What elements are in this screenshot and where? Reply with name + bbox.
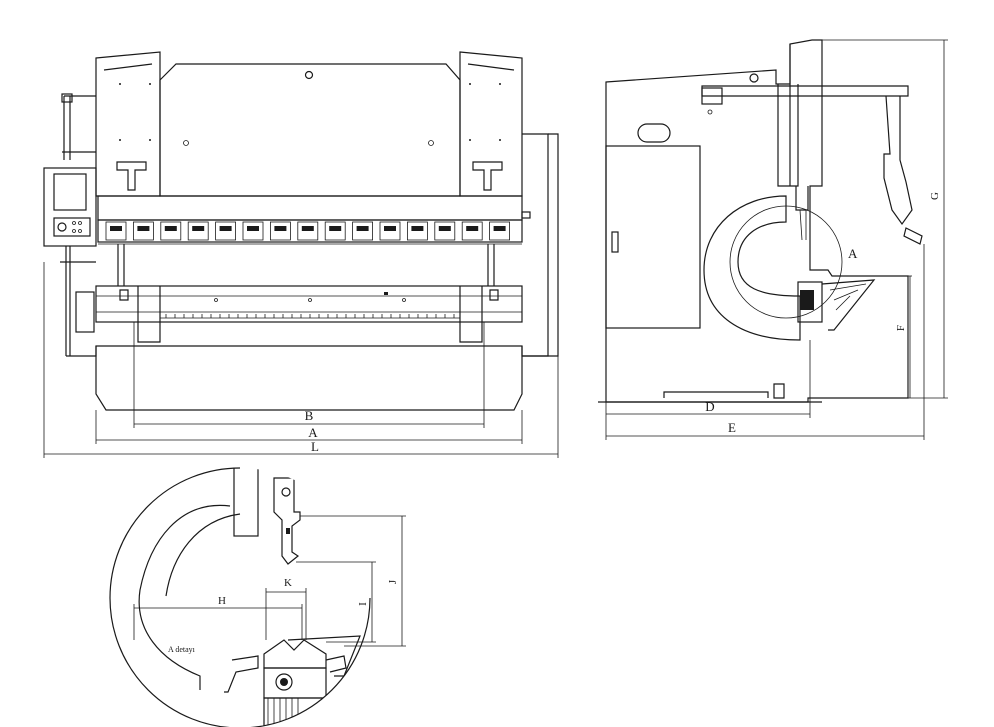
dimension-label-h: H [218, 595, 226, 607]
tool-clamp [105, 221, 127, 241]
dimension-k: K [265, 577, 307, 640]
tool-clamp-bolt [219, 226, 232, 231]
tool-clamp-bolt [110, 226, 122, 231]
dimension-label-k: K [284, 577, 292, 589]
tool-clamp [160, 221, 182, 241]
front-view: B A L [43, 51, 559, 458]
tool-clamp-bolt [466, 226, 479, 231]
control-panel-screen [53, 173, 87, 211]
dimension-i: I [296, 561, 376, 643]
throat-cutout [703, 195, 801, 341]
dimension-g: G [822, 39, 948, 399]
electrical-cabinet [605, 145, 701, 329]
dimension-e: E [606, 244, 925, 440]
tool-clamp [324, 221, 346, 241]
tool-clamp-bolt [274, 226, 287, 231]
detail-circle-a [729, 205, 843, 319]
punch [273, 477, 301, 565]
right-t-slot [472, 161, 503, 191]
tool-clamp [379, 221, 401, 241]
tool-clamp [215, 221, 237, 241]
detail-title: A detayı [168, 645, 196, 654]
tool-clamp-bolt [137, 226, 150, 231]
tool-clamp [461, 221, 483, 241]
dimension-f: F [895, 275, 912, 398]
foot-pedal [75, 291, 95, 333]
dimension-label-e: E [728, 420, 736, 435]
lower-beam [95, 285, 523, 323]
detail-view: A detayı H K I J [109, 467, 406, 727]
support-arm [287, 635, 361, 677]
dimension-label-j: J [387, 579, 399, 584]
left-t-slot [116, 161, 147, 191]
lower-body [95, 346, 523, 411]
tool-clamp-bolt [438, 226, 451, 231]
dimension-label-f: F [895, 325, 907, 331]
dimension-d: D [605, 340, 811, 440]
dimension-label-b: B [305, 408, 314, 423]
tool-clamp [269, 221, 291, 241]
tool-clamp [187, 221, 209, 241]
dimension-label-a: A [308, 425, 318, 440]
back-gauge [883, 95, 913, 226]
tool-clamp [242, 221, 264, 241]
side-view: A G [598, 39, 948, 440]
dimension-label-d: D [705, 399, 714, 414]
front-support-arm [821, 279, 876, 331]
tool-clamp-bolt [247, 226, 259, 231]
oval-window [637, 123, 671, 143]
dimension-label-i: I [357, 602, 369, 606]
control-panel [43, 167, 97, 247]
tool-clamp [489, 221, 511, 241]
tool-clamp-bolt [356, 226, 369, 231]
dimension-b: B [133, 322, 485, 428]
tool-clamp-bolt [192, 226, 205, 231]
dimension-j: J [300, 515, 406, 647]
detail-circle [109, 467, 371, 727]
tool-clamp-bolt [329, 226, 342, 231]
top-beam [701, 85, 909, 97]
tool-clamp-bolt [164, 226, 177, 231]
tool-clamp-bolt [493, 226, 506, 231]
tool-clamp-bolt [411, 226, 424, 231]
side-frame [605, 39, 909, 403]
hydraulic-cylinder [62, 95, 96, 160]
tool-clamp [132, 221, 154, 241]
upper-tool-clamps [105, 221, 511, 241]
tool-clamp-bolt [301, 226, 314, 231]
dimension-label-g: G [929, 192, 941, 200]
lower-die [797, 281, 823, 323]
tool-clamp [352, 221, 374, 241]
dimension-a: A [95, 410, 523, 444]
upper-beam-block [233, 468, 259, 537]
tool-clamp [297, 221, 319, 241]
dimension-l: L [43, 262, 559, 458]
lower-die-detail [263, 639, 327, 669]
detail-callout-a: A [848, 246, 858, 261]
dimension-label-l: L [311, 439, 319, 454]
tool-clamp-bolt [384, 226, 396, 231]
dimension-h: H [133, 595, 303, 640]
tool-clamp [434, 221, 456, 241]
upper-ram [159, 63, 461, 197]
tool-clamp [406, 221, 428, 241]
right-rear-rail [548, 133, 559, 357]
